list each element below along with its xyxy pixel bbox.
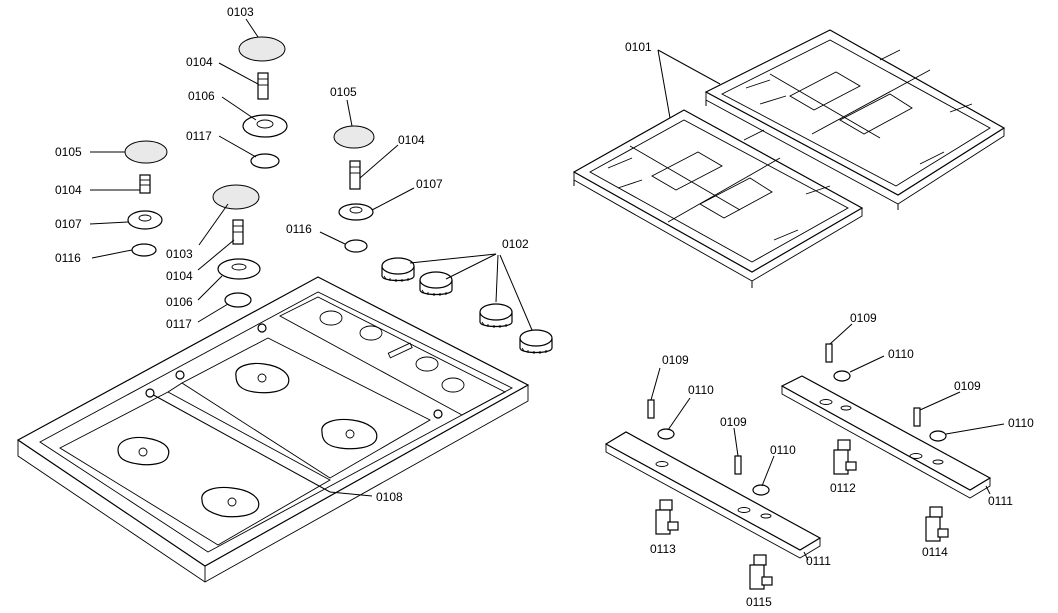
label-0105-left: 0105 [55,145,82,159]
burner-parts-center [212,184,261,308]
label-0109-d: 0109 [954,379,981,393]
label-0104-bottom: 0104 [166,269,193,283]
label-0117-bottom: 0117 [166,317,192,331]
label-0116-center: 0116 [286,222,312,236]
label-0107-center: 0107 [416,177,443,191]
label-0108: 0108 [376,490,403,504]
label-0113: 0113 [650,542,676,556]
cooktop-body [16,276,530,583]
manifold-rails [604,375,992,559]
label-0110-a: 0110 [688,383,714,397]
label-0104-center: 0104 [398,133,425,147]
control-knobs [381,257,553,354]
label-0104-top: 0104 [186,55,213,69]
label-0110-c: 0110 [888,347,914,361]
valves [655,439,949,590]
label-0109-a: 0109 [662,353,689,367]
label-0103-center: 0103 [166,247,193,261]
label-0115: 0115 [746,595,772,609]
label-0111-bottom: 0111 [806,554,831,568]
label-0112: 0112 [830,481,856,495]
label-0102: 0102 [502,237,529,251]
label-0106-top: 0106 [188,89,215,103]
label-0106-bottom: 0106 [166,295,193,309]
label-0117-top: 0117 [186,129,212,143]
leader-lines [89,18,1005,561]
label-0103-top: 0103 [227,5,254,19]
label-0110-b: 0110 [770,443,796,457]
label-0107-left: 0107 [55,217,82,231]
label-0116-left: 0116 [55,251,81,265]
label-0105-center: 0105 [330,85,357,99]
grates [572,29,1006,288]
burner-parts-left [124,140,168,257]
label-0109-c: 0109 [850,311,877,325]
label-0101: 0101 [625,40,652,54]
label-0109-b: 0109 [720,415,747,429]
label-0110-d: 0110 [1008,416,1034,430]
label-0114: 0114 [922,545,948,559]
burner-parts-right-center [333,125,375,253]
part-labels: 0103 0104 0106 0105 0117 0104 0105 0104 … [55,5,1034,609]
label-0111-right: 0111 [988,494,1013,508]
label-0104-left: 0104 [55,183,82,197]
burner-parts-top-center [238,36,288,169]
orifices-and-nuts [647,343,947,496]
